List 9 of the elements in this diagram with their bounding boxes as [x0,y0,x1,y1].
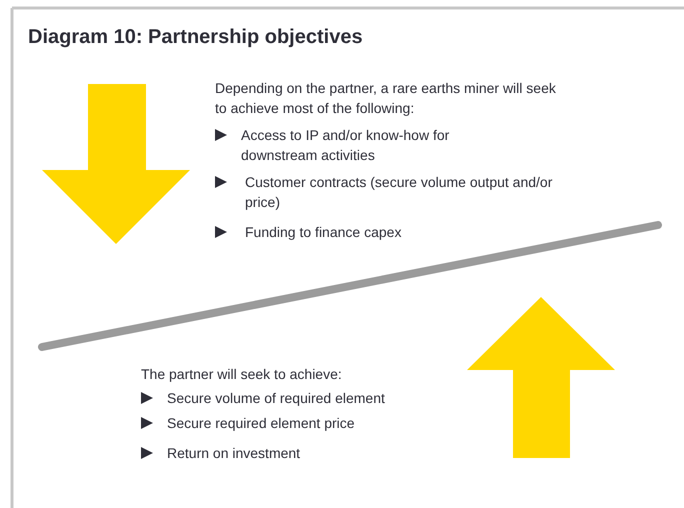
intro-text: Depending on the partner, a rare earths miner will seek to achieve most of the following: [215,79,557,118]
diagram-title: Diagram 10: Partnership objectives [28,26,363,49]
bullet-text: Access to IP and/or know-how for downstream activities [241,126,450,165]
bullet-text: Return on investment [167,444,302,463]
bullet-text: Customer contracts (secure volume output and/or price) [245,173,554,212]
intro-text: The partner will seek to achieve: [141,365,343,384]
bullet-text: Funding to finance capex [245,223,402,242]
bullet-text: Secure required element price [167,414,356,433]
bullet-text: Secure volume of required element [167,389,386,408]
